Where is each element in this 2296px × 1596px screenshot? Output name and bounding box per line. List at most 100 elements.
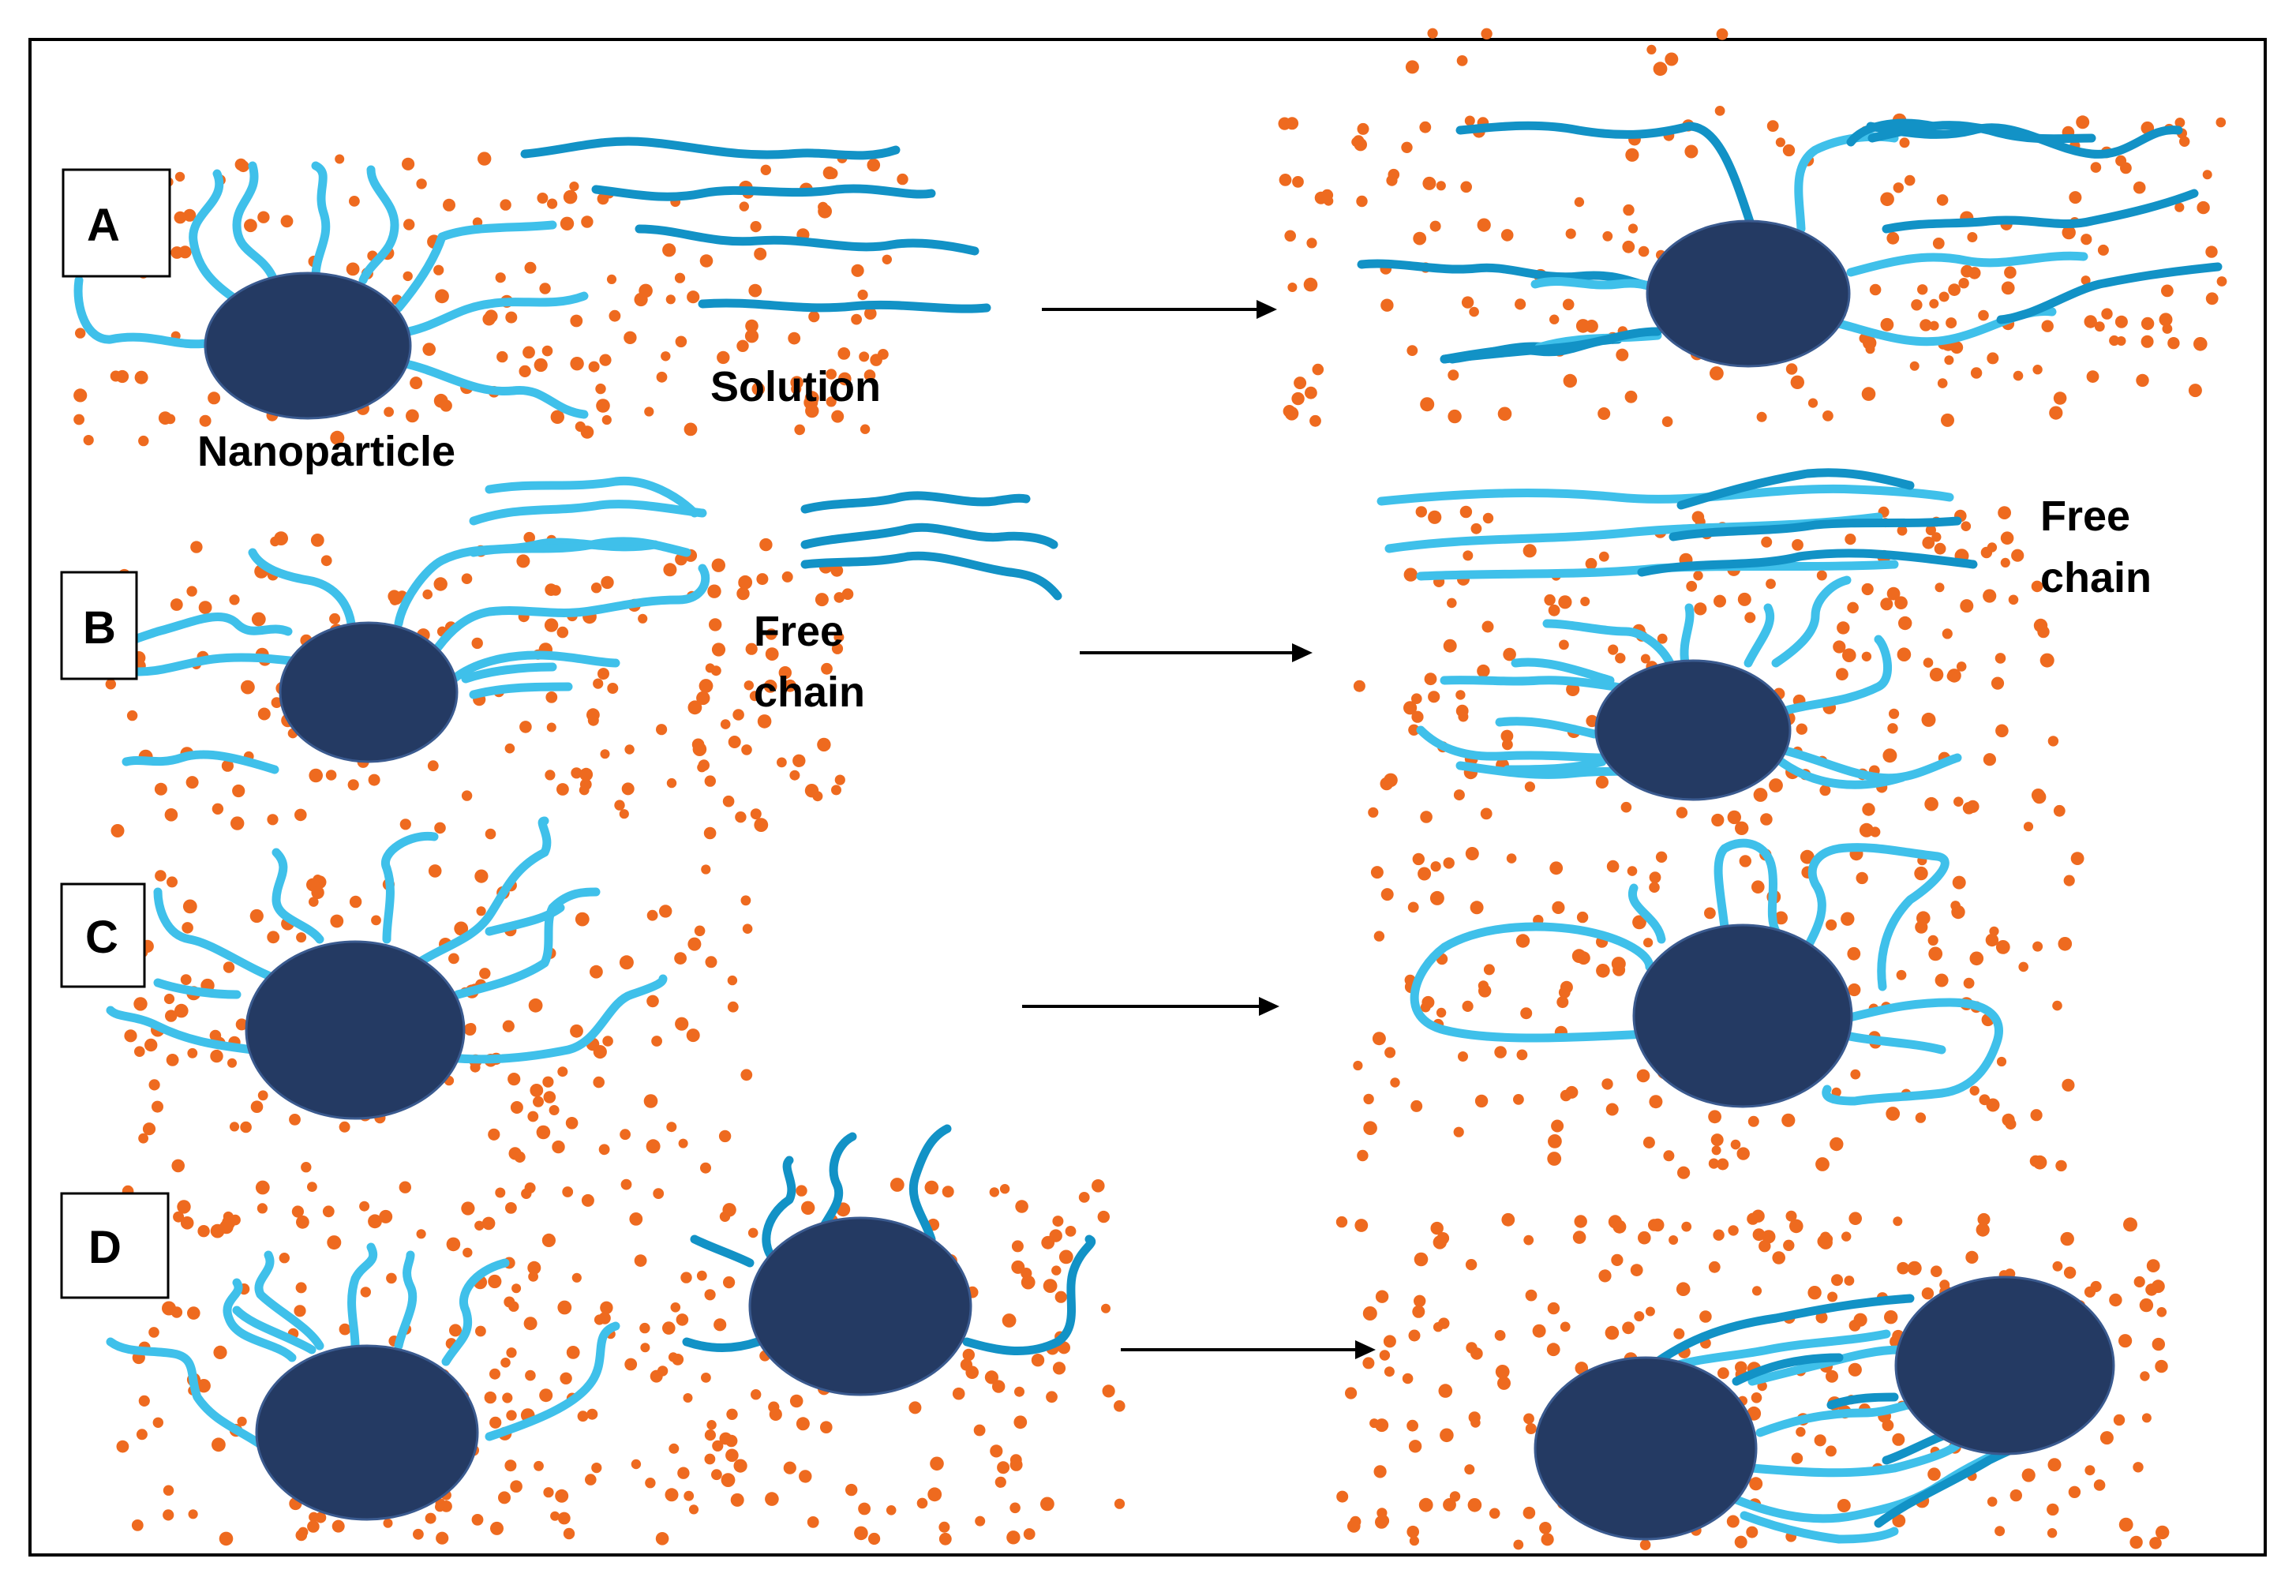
solvent-dot — [730, 1493, 744, 1507]
solvent-dot — [296, 1215, 309, 1229]
grafted-chains-b-left — [110, 476, 710, 774]
solvent-dot — [1782, 144, 1796, 157]
solvent-dot — [485, 828, 496, 840]
solvent-dot — [495, 272, 506, 283]
solvent-dot — [1384, 1047, 1396, 1058]
solvent-dot — [749, 691, 760, 702]
solvent-dot — [1605, 1325, 1620, 1340]
solvent-dot — [2041, 320, 2054, 332]
solvent-dot — [602, 1036, 613, 1047]
solvent-dot — [2133, 181, 2146, 194]
solvent-dot — [566, 1346, 580, 1359]
solvent-dot — [1373, 931, 1385, 942]
solvent-dot — [1549, 314, 1560, 324]
solvent-dot — [481, 1216, 496, 1231]
solvent-dot — [2063, 875, 2075, 886]
solvent-dot — [1991, 676, 2005, 690]
solvent-dot — [1661, 416, 1673, 427]
solvent-dot — [707, 584, 721, 598]
solvent-dot — [1443, 639, 1457, 653]
solvent-dot — [704, 1289, 716, 1301]
solvent-dot — [1880, 317, 1894, 332]
solvent-dot — [1751, 880, 1765, 894]
solvent-dot — [73, 414, 84, 425]
solvent-dot — [759, 538, 773, 552]
solvent-dot — [230, 1214, 241, 1226]
solvent-dot — [155, 870, 167, 882]
solvent-dot — [704, 1429, 717, 1441]
solvent-dot — [1892, 1433, 1905, 1446]
solvent-dot — [1684, 144, 1699, 159]
solvent-dot — [1386, 174, 1398, 186]
solvent-dot — [703, 826, 717, 840]
solvent-dot — [1785, 1210, 1797, 1222]
solvent-dot — [1708, 1261, 1721, 1273]
solvent-dot — [1601, 1078, 1613, 1090]
solvent-dot — [2097, 244, 2109, 256]
solvent-dot — [1995, 724, 2009, 738]
solvent-dot — [699, 679, 714, 693]
solvent-dot — [587, 714, 599, 726]
solvent-dot — [1987, 352, 1999, 365]
solvent-dot — [1352, 135, 1365, 147]
solvent-dot — [1046, 1391, 1058, 1403]
solvent-dot — [878, 349, 889, 360]
solvent-dot — [1796, 1426, 1806, 1437]
solvent-dot — [1869, 283, 1882, 296]
solvent-dot — [1669, 1235, 1679, 1245]
solvent-dot — [740, 895, 751, 906]
solvent-dot — [1886, 231, 1900, 245]
solvent-dot — [1789, 1219, 1803, 1234]
solvent-dot — [280, 215, 294, 228]
solvent-dot — [488, 1128, 500, 1141]
solvent-dot — [1909, 361, 1920, 371]
solvent-dot — [1825, 1445, 1837, 1457]
solvent-dot — [1894, 596, 1908, 609]
solvent-dot — [1375, 1515, 1388, 1529]
solvent-dot — [257, 1090, 268, 1101]
solvent-dot — [686, 1028, 700, 1043]
solvent-dot — [295, 1282, 307, 1294]
solvent-dot — [1746, 1526, 1759, 1538]
solvent-dot — [1916, 911, 1931, 925]
solvent-dot — [1756, 411, 1767, 422]
solvent-dot — [309, 1512, 319, 1523]
solvent-dot — [134, 370, 148, 384]
solvent-dot — [1927, 1467, 1941, 1481]
solvent-dot — [2109, 1293, 2122, 1307]
solvent-dot — [1727, 810, 1741, 825]
solvent-dot — [1453, 1126, 1464, 1137]
solvent-dot — [1114, 1400, 1126, 1412]
solvent-dot — [422, 343, 436, 356]
solvent-dot — [506, 1347, 517, 1358]
solvent-dot — [1566, 682, 1580, 697]
solvent-dot — [83, 435, 94, 446]
nanoparticle-d-right-2 — [1894, 1276, 2115, 1456]
solvent-dot — [525, 1369, 536, 1381]
solvent-dot — [448, 953, 459, 965]
solvent-dot — [1625, 148, 1639, 162]
solvent-dot — [474, 1220, 485, 1231]
solvent-dot — [727, 975, 738, 986]
solvent-dot — [994, 1476, 1006, 1488]
solvent-dot — [449, 1324, 462, 1337]
solvent-dot — [837, 347, 851, 360]
solvent-dot — [1353, 680, 1365, 692]
solvent-dot — [73, 388, 88, 403]
solvent-dot — [1827, 1291, 1838, 1302]
solvent-dot — [1865, 344, 1875, 354]
solvent-dot — [1848, 983, 1861, 997]
solvent-dot — [765, 1492, 779, 1506]
solvent-dot — [631, 1459, 642, 1470]
solvent-dot — [1927, 935, 1938, 946]
solvent-dot — [595, 383, 606, 395]
solvent-dot — [754, 247, 767, 260]
solvent-dot — [833, 631, 845, 643]
solvent-dot — [500, 1358, 511, 1368]
solvent-dot — [1440, 1428, 1454, 1443]
solvent-dot — [1929, 298, 1939, 309]
solvent-dot — [502, 1020, 515, 1032]
solvent-dot — [597, 668, 609, 680]
solvent-dot — [230, 816, 245, 830]
solvent-dot — [1002, 1313, 1017, 1328]
